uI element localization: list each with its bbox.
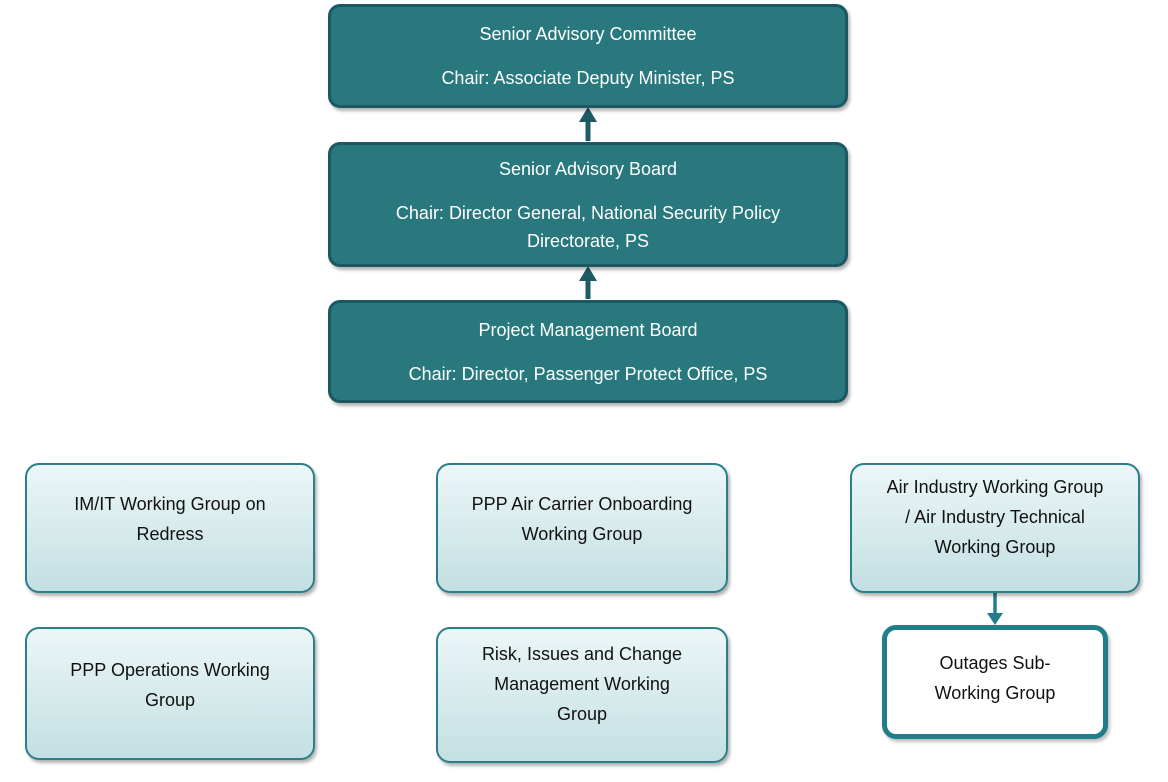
box-imit-working-group-on-redress: IM/IT Working Group on Redress	[25, 463, 315, 593]
box-ppp-operations-working-group: PPP Operations Working Group	[25, 627, 315, 760]
box-chair: Chair: Associate Deputy Minister, PS	[441, 68, 735, 88]
box-chair: Chair: Director, Passenger Protect Offic…	[408, 363, 768, 384]
box-risk-issues-change-management-working-group: Risk, Issues and Change Management Worki…	[436, 627, 728, 763]
box-senior-advisory-board: Senior Advisory Board Chair: Director Ge…	[328, 142, 848, 267]
arrow-up-pmb-to-board	[579, 266, 597, 299]
box-senior-advisory-committee: Senior Advisory Committee Chair: Associa…	[328, 4, 848, 108]
box-outages-sub-working-group: Outages Sub- Working Group	[882, 625, 1108, 739]
box-ppp-air-carrier-onboarding-working-group: PPP Air Carrier Onboarding Working Group	[436, 463, 728, 593]
box-chair: Chair: Director General, National Securi…	[395, 202, 781, 251]
arrow-down-airindustry-to-outages	[987, 593, 1003, 625]
box-project-management-board: Project Management Board Chair: Director…	[328, 300, 848, 403]
box-air-industry-working-group: Air Industry Working Group / Air Industr…	[850, 463, 1140, 593]
box-title: Senior Advisory Board	[498, 158, 678, 179]
box-title: Senior Advisory Committee	[479, 24, 697, 44]
arrow-up-board-to-committee	[579, 107, 597, 141]
box-title: Project Management Board	[478, 319, 698, 340]
